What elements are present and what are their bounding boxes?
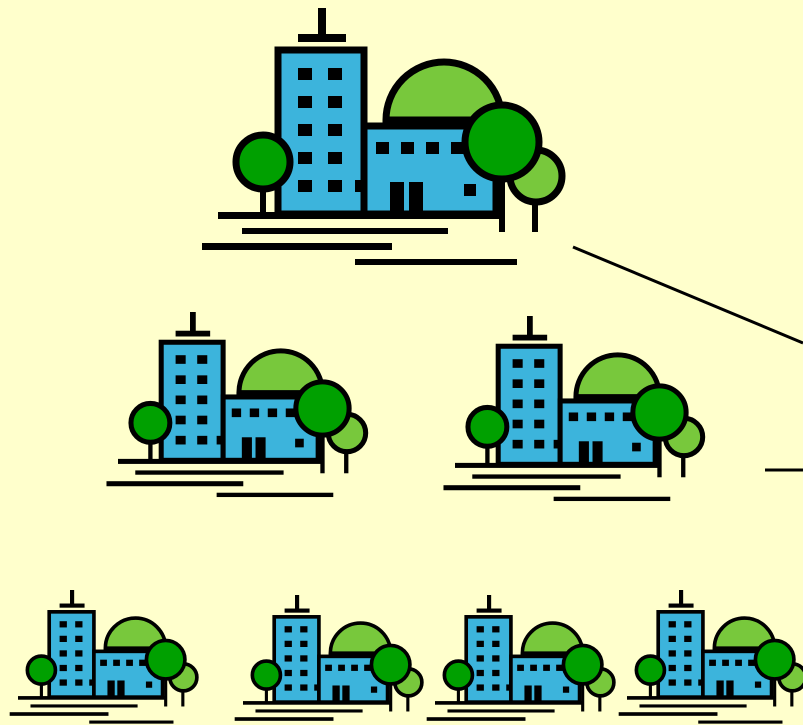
building-bottom-1-icon	[10, 590, 197, 724]
building-bottom-3-icon	[427, 595, 614, 725]
building-top-icon	[202, 8, 562, 265]
building-bottom-4-icon	[619, 590, 803, 724]
building-middle-right-icon	[443, 316, 702, 501]
building-middle-left-icon	[106, 312, 365, 497]
building-bottom-2-icon	[235, 595, 422, 725]
connector-line-top	[573, 247, 803, 343]
